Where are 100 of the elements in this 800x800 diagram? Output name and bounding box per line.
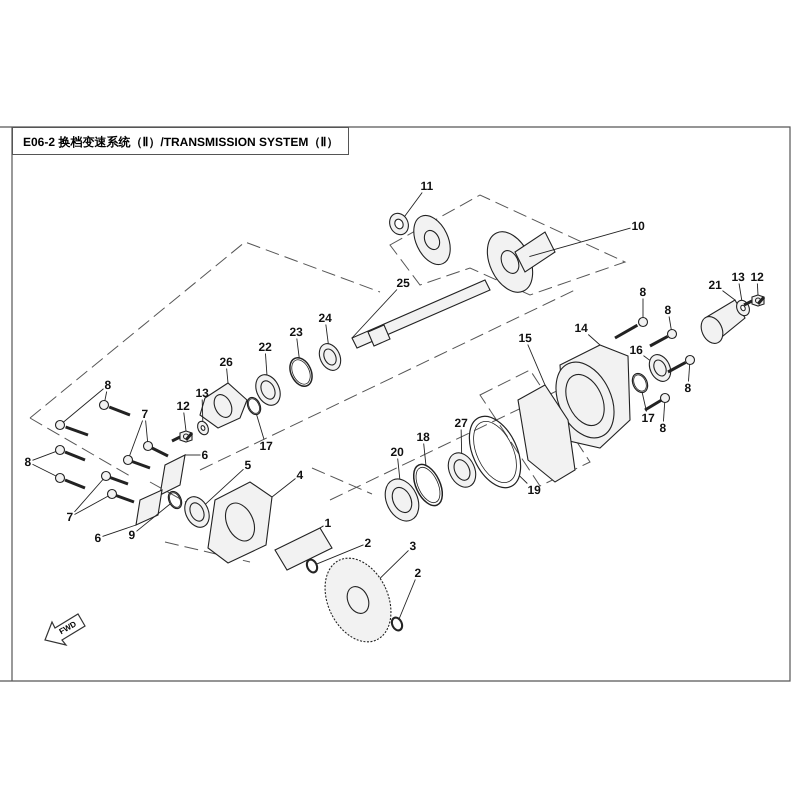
leader-line bbox=[316, 544, 364, 565]
callout-number: 24 bbox=[318, 312, 333, 324]
bolt-drawing bbox=[54, 472, 86, 490]
housing-drawing bbox=[555, 344, 631, 449]
leader-line bbox=[74, 496, 108, 515]
callout-number: 18 bbox=[416, 430, 431, 444]
callout-number: 7 bbox=[140, 408, 150, 420]
o-ring-drawing bbox=[246, 396, 262, 416]
callout-number: 26 bbox=[218, 356, 234, 368]
callout-number: 15 bbox=[518, 332, 533, 344]
snap-ring-drawing bbox=[390, 616, 404, 632]
bearing-drawing bbox=[318, 343, 342, 371]
bolt-drawing bbox=[54, 444, 86, 462]
leader-line bbox=[738, 283, 742, 301]
bolt-drawing bbox=[667, 354, 696, 374]
callout-number: 4 bbox=[296, 468, 304, 482]
nut-drawing bbox=[389, 212, 409, 236]
title: E06-2 换档变速系统（Ⅱ）/TRANSMISSION SYSTEM（Ⅱ） bbox=[12, 127, 350, 155]
callout-number: 14 bbox=[574, 322, 589, 334]
callout-number: 8 bbox=[638, 286, 648, 298]
leader-line bbox=[32, 464, 56, 476]
direction-label: FWD bbox=[58, 619, 78, 636]
callout-number: 19 bbox=[526, 484, 542, 496]
leader-line bbox=[265, 353, 268, 376]
callout-number: 12 bbox=[176, 400, 191, 412]
callout-number: 13 bbox=[194, 386, 210, 400]
leader-line bbox=[642, 298, 644, 318]
leader-line bbox=[518, 475, 528, 484]
leader-line bbox=[588, 334, 600, 346]
callout-number: 23 bbox=[288, 326, 304, 338]
bearing-drawing bbox=[255, 374, 281, 406]
callout-number: 22 bbox=[258, 340, 273, 354]
leader-line bbox=[184, 454, 201, 456]
leader-line bbox=[643, 355, 650, 361]
leader-line bbox=[272, 478, 296, 498]
leader-line bbox=[296, 338, 300, 358]
callout-number: 2 bbox=[414, 566, 422, 580]
leader-line bbox=[325, 324, 329, 344]
bolt-drawing bbox=[649, 328, 678, 348]
gear-drawing bbox=[324, 558, 392, 642]
callout-number: 8 bbox=[104, 378, 112, 392]
bearing-drawing bbox=[184, 496, 210, 528]
leader-line bbox=[398, 579, 416, 620]
callout-number: 16 bbox=[628, 344, 644, 356]
leader-line bbox=[527, 344, 546, 386]
shaft-drawing bbox=[274, 527, 333, 571]
leader-line bbox=[688, 364, 690, 382]
callout-number: 6 bbox=[200, 448, 210, 462]
bolt-drawing bbox=[54, 420, 88, 436]
leader-line bbox=[528, 228, 631, 257]
bolt-drawing bbox=[98, 400, 131, 416]
callout-number: 25 bbox=[396, 276, 411, 290]
leader-line bbox=[102, 524, 136, 537]
leader-line bbox=[204, 468, 244, 505]
leader-line bbox=[397, 458, 400, 480]
leader-line bbox=[668, 316, 672, 330]
callout-number: 21 bbox=[708, 278, 723, 292]
snap-ring-drawing bbox=[412, 464, 444, 506]
leader-line bbox=[404, 192, 423, 217]
leader-line bbox=[136, 503, 171, 532]
leader-line bbox=[320, 525, 324, 528]
bolt-drawing bbox=[614, 316, 648, 340]
bolt-drawing bbox=[171, 430, 194, 443]
bevel-gear-drawing bbox=[413, 214, 556, 293]
snap-ring-drawing bbox=[289, 357, 313, 387]
callout-number: 8 bbox=[658, 422, 668, 434]
leader-line bbox=[722, 290, 736, 300]
snap-ring-drawing bbox=[306, 558, 318, 574]
bolt-drawing bbox=[142, 440, 169, 458]
bearing-drawing bbox=[384, 478, 420, 522]
leader-line bbox=[256, 414, 264, 440]
callout-number: 5 bbox=[244, 458, 252, 472]
bolt-drawing bbox=[743, 294, 766, 307]
callout-number: 3 bbox=[408, 540, 418, 552]
callout-number: 9 bbox=[128, 528, 136, 542]
bolt-drawing bbox=[122, 454, 151, 470]
leader-line bbox=[63, 388, 104, 423]
leader-line bbox=[423, 443, 426, 466]
leader-line bbox=[202, 399, 204, 422]
callout-number: 11 bbox=[420, 180, 434, 192]
bolt-drawing bbox=[106, 488, 135, 504]
bracket-drawing bbox=[159, 454, 186, 496]
callout-number: 7 bbox=[66, 510, 74, 524]
callout-number: 8 bbox=[684, 382, 692, 394]
washer-drawing bbox=[197, 420, 209, 436]
callout-number: 2 bbox=[364, 536, 372, 550]
leader-line bbox=[756, 283, 758, 296]
callout-number: 6 bbox=[94, 532, 102, 544]
leader-line bbox=[32, 451, 56, 461]
gasket-drawing bbox=[517, 384, 576, 483]
callout-number: 17 bbox=[640, 412, 656, 424]
callout-number: 8 bbox=[24, 456, 32, 468]
leader-line bbox=[129, 420, 144, 456]
leader-line bbox=[145, 420, 148, 442]
leader-line bbox=[380, 550, 409, 579]
callout-number: 1 bbox=[324, 516, 332, 530]
leader-line bbox=[460, 429, 462, 454]
oil-seal-drawing bbox=[648, 354, 672, 382]
shaft-drawing bbox=[351, 279, 491, 349]
callout-number: 12 bbox=[750, 270, 765, 284]
